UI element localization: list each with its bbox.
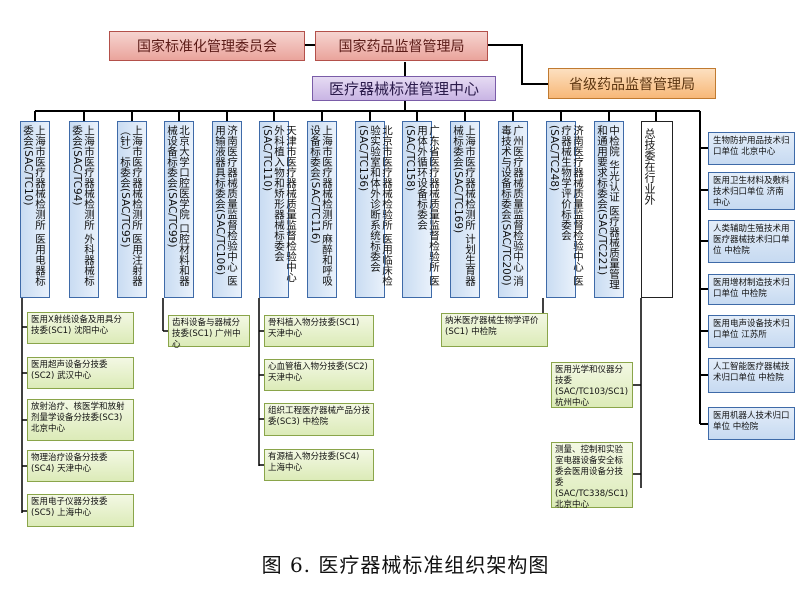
subcommittee-label: 齿科设备与器械分技委(SC1) 广州中心 (172, 318, 241, 350)
committee-tc169: 上海市医疗器械检测所 计划生育器械标委会(SAC/TC169) (450, 121, 480, 298)
sac-box: 国家标准化管理委员会 (109, 31, 305, 61)
committee-tc10: 上海市医疗器械检测所 医用电器标委会(SAC/TC10) (20, 121, 50, 298)
provincial-label: 省级药品监督管理局 (569, 76, 695, 93)
cfda-label: 国家药品监督管理局 (338, 39, 465, 55)
tech-unit-label: 人类辅助生殖技术用医疗器械技术归口单位 中检院 (713, 224, 790, 256)
center-label: 医疗器械标准管理中心 (328, 80, 479, 98)
tech-unit-box: 生物防护用品技术归口单位 北京中心 (708, 132, 795, 165)
subcommittee-label: 物理治疗设备分技委(SC4) 天津中心 (31, 453, 108, 474)
committee-label: 上海市医疗器械检测所 计划生育器械标委会(SAC/TC169) (452, 125, 476, 286)
subcommittee-box: 齿科设备与器械分技委(SC1) 广州中心 (168, 315, 250, 350)
committee-label: 广州医疗器械质量监督检验中心 消毒技术与设备标委会(SAC/TC200) (500, 125, 524, 286)
zongjiwei-box: 总技委在行业外 (641, 121, 673, 298)
tech-unit-label: 人工智能医疗器械技术归口单位 中检院 (713, 362, 790, 383)
center-box: 医疗器械标准管理中心 (312, 76, 496, 101)
tech-unit-label: 医用卫生材料及敷料技术归口单位 济南中心 (713, 176, 790, 208)
subcommittee-box: 纳米医疗器械生物学评价(SC1) 中检院 (441, 313, 548, 347)
committee-label: 北京大学口腔医学院 口腔材料和器械设备标委会(SAC/TC99) (166, 125, 190, 286)
subcommittee-box: 测量、控制和实验室电器设备安全标委会医用设备分技委(SAC/TC338/SC1)… (551, 442, 633, 510)
committee-label: 济南医疗器械质量监督检验中心 医用输液器具标委会(SAC/TC106) (214, 125, 238, 286)
committee-label: 北京市医疗器械检验所 医用临床检验实验室和体外诊断系统标委会(SAC/TC136… (357, 125, 393, 286)
subcommittee-box: 放射治疗、核医学和放射剂量学设备分技委(SC3) 北京中心 (27, 399, 134, 441)
subcommittee-box: 心血管植入物分技委(SC2) 天津中心 (264, 359, 374, 391)
committee-tc221: 中检院 华光认证 医疗器械质量管理和通用要求标委会(SAC/TC221) (594, 121, 624, 298)
committee-tc116: 上海市医疗器械检测所 麻醉和呼吸设备标委会(SAC/TC116) (307, 121, 337, 298)
committee-tc106: 济南医疗器械质量监督检验中心 医用输液器具标委会(SAC/TC106) (212, 121, 242, 298)
committee-label: 上海市医疗器械检测所 外科器械标委会(SAC/TC94) (71, 125, 95, 286)
subcommittee-box: 组织工程医疗器械产品分技委(SC3) 中检院 (264, 403, 374, 436)
committee-label: 济南医疗器械质量监督检验中心 医疗器械生物学评价标委会(SAC/TC248) (548, 125, 584, 286)
tech-unit-box: 人工智能医疗器械技术归口单位 中检院 (708, 358, 795, 393)
subcommittee-label: 组织工程医疗器械产品分技委(SC3) 中检院 (268, 406, 371, 427)
subcommittee-label: 医用电子仪器分技委(SC5) 上海中心 (31, 497, 108, 518)
tech-unit-label: 医用电声设备技术归口单位 江苏所 (713, 319, 790, 340)
tech-unit-label: 生物防护用品技术归口单位 北京中心 (713, 136, 790, 157)
subcommittee-label: 测量、控制和实验室电器设备安全标委会医用设备分技委(SAC/TC338/SC1)… (555, 445, 629, 510)
zongjiwei-label: 总技委在行业外 (643, 128, 656, 205)
sac-label: 国家标准化管理委员会 (137, 39, 277, 55)
subcommittee-label: 纳米医疗器械生物学评价(SC1) 中检院 (445, 316, 539, 337)
committee-tc94: 上海市医疗器械检测所 外科器械标委会(SAC/TC94) (69, 121, 99, 298)
subcommittee-label: 骨科植入物分技委(SC1) 天津中心 (268, 318, 360, 339)
tech-unit-box: 医用增材制造技术归口单位 中检院 (708, 274, 795, 305)
committee-label: 上海市医疗器械检测所 医用电器标委会(SAC/TC10) (22, 125, 46, 286)
provincial-box: 省级药品监督管理局 (548, 68, 716, 99)
subcommittee-label: 放射治疗、核医学和放射剂量学设备分技委(SC3) 北京中心 (31, 402, 125, 434)
committee-tc248: 济南医疗器械质量监督检验中心 医疗器械生物学评价标委会(SAC/TC248) (546, 121, 584, 298)
committee-tc110: 天津市医疗器械质量监督检验中心 外科植入物和矫形器械标委会(SAC/TC110) (259, 121, 297, 298)
tech-unit-box: 人类辅助生殖技术用医疗器械技术归口单位 中检院 (708, 220, 795, 263)
committee-label: 上海市医疗器械检测所 医用注射器（针）标委会(SAC/TC95) (119, 125, 143, 286)
committee-label: 广东省医疗器械质量监督检验所 医用体外循环设备标委会(SAC/TC158) (404, 125, 440, 286)
committee-tc136: 北京市医疗器械检验所 医用临床检验实验室和体外诊断系统标委会(SAC/TC136… (355, 121, 393, 298)
cfda-box: 国家药品监督管理局 (315, 31, 488, 61)
subcommittee-label: 心血管植入物分技委(SC2) 天津中心 (268, 362, 368, 383)
subcommittee-label: 医用光学和仪器分技委 (SAC/TC103/SC1) 杭州中心 (555, 365, 629, 408)
subcommittee-label: 医用X射线设备及用具分技委(SC1) 沈阳中心 (31, 315, 122, 336)
subcommittee-box: 骨科植入物分技委(SC1) 天津中心 (264, 315, 374, 347)
committee-label: 中检院 华光认证 医疗器械质量管理和通用要求标委会(SAC/TC221) (596, 125, 620, 290)
tech-unit-label: 医用增材制造技术归口单位 中检院 (713, 278, 790, 299)
committee-label: 天津市医疗器械质量监督检验中心 外科植入物和矫形器械标委会(SAC/TC110) (261, 125, 297, 283)
subcommittee-box: 物理治疗设备分技委(SC4) 天津中心 (27, 450, 134, 482)
subcommittee-box: 医用电子仪器分技委(SC5) 上海中心 (27, 494, 134, 527)
tech-unit-box: 医用机器人技术归口单位 中检院 (708, 407, 795, 440)
subcommittee-label: 有源植入物分技委(SC4) 上海中心 (268, 452, 360, 473)
committee-tc200: 广州医疗器械质量监督检验中心 消毒技术与设备标委会(SAC/TC200) (498, 121, 528, 298)
tech-unit-label: 医用机器人技术归口单位 中检院 (713, 411, 790, 432)
subcommittee-box: 有源植入物分技委(SC4) 上海中心 (264, 449, 374, 481)
subcommittee-label: 医用超声设备分技委(SC2) 武汉中心 (31, 360, 108, 381)
committee-tc158: 广东省医疗器械质量监督检验所 医用体外循环设备标委会(SAC/TC158) (402, 121, 440, 298)
figure-caption: 图 6. 医疗器械标准组织架构图 (261, 553, 550, 577)
subcommittee-box: 医用超声设备分技委(SC2) 武汉中心 (27, 357, 134, 389)
subcommittee-box: 医用X射线设备及用具分技委(SC1) 沈阳中心 (27, 312, 134, 344)
tech-unit-box: 医用电声设备技术归口单位 江苏所 (708, 315, 795, 348)
committee-tc95: 上海市医疗器械检测所 医用注射器（针）标委会(SAC/TC95) (117, 121, 147, 298)
tech-unit-box: 医用卫生材料及敷料技术归口单位 济南中心 (708, 172, 795, 210)
committee-label: 上海市医疗器械检测所 麻醉和呼吸设备标委会(SAC/TC116) (309, 125, 333, 286)
committee-tc99: 北京大学口腔医学院 口腔材料和器械设备标委会(SAC/TC99) (164, 121, 194, 298)
subcommittee-box: 医用光学和仪器分技委 (SAC/TC103/SC1) 杭州中心 (551, 362, 633, 408)
